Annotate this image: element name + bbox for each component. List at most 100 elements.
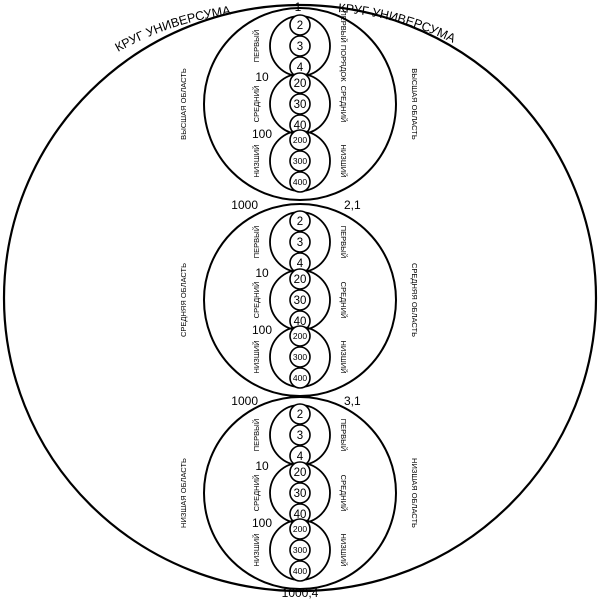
number-circle-label: 4: [297, 258, 304, 270]
number-circle: [289, 150, 311, 172]
number-circle: [289, 289, 311, 311]
order-left-label: СРЕДНИЙ: [252, 282, 261, 319]
number-circle: [289, 424, 311, 446]
order-right-label: ПЕРВЫЙ ПОРЯДОК: [339, 10, 348, 82]
order-right-label: НИЗШИЙ: [339, 145, 348, 178]
order-group: СРЕДНИЙ СРЕДНИЙ 10 20 30 40: [252, 70, 348, 136]
number-circle-label: 30: [294, 295, 307, 307]
order-left-label: НИЗШИЙ: [252, 341, 261, 374]
number-circle-label: 4: [297, 451, 304, 463]
number-circle: [289, 171, 311, 193]
top-number: 1: [295, 0, 302, 14]
number-circle: [289, 268, 311, 290]
number-circle: [289, 403, 311, 425]
order-right-label: НИЗШИЙ: [339, 341, 348, 374]
bottom-number: 1000,4: [282, 586, 319, 600]
number-circle-label: 20: [294, 78, 307, 90]
order-start-number: 100: [252, 516, 272, 530]
number-circle-label: 300: [293, 545, 307, 555]
order-right-label: СРЕДНИЙ: [339, 282, 348, 319]
number-circle-label: 40: [294, 509, 307, 521]
number-circle-label: 3: [297, 430, 303, 442]
junction-right-number: 2,1: [344, 198, 361, 212]
number-circle: [289, 482, 311, 504]
number-circle-label: 30: [294, 488, 307, 500]
order-group: ПЕРВЫЙ ПЕРВЫЙ 2 3 4: [252, 403, 348, 467]
number-circle-label: 300: [293, 156, 307, 166]
universe-title-left-path: КРУГ УНИВЕРСУМА: [113, 3, 232, 54]
order-group: НИЗШИЙ НИЗШИЙ 100 200 300 400: [252, 127, 348, 193]
order-start-number: 10: [255, 70, 269, 84]
number-circle-label: 4: [297, 62, 304, 74]
number-circle: [289, 129, 311, 151]
region-right-label: ВЫСШАЯ ОБЛАСТЬ: [410, 68, 419, 140]
number-circle-label: 400: [293, 566, 307, 576]
number-circle: [289, 35, 311, 57]
number-circle-label: 300: [293, 352, 307, 362]
universe-circle: [2, 3, 598, 593]
number-circle-label: 2: [297, 216, 303, 228]
number-circle: [289, 210, 311, 232]
number-circle-label: 40: [294, 316, 307, 328]
junction-left-number: 1000: [231, 198, 258, 212]
order-left-label: НИЗШИЙ: [252, 534, 261, 567]
order-right-label: ПЕРВЫЙ: [339, 226, 348, 258]
number-circle: [289, 93, 311, 115]
number-circle-label: 3: [297, 41, 303, 53]
region-right-label: СРЕДНЯЯ ОБЛАСТЬ: [410, 263, 419, 337]
number-circle: [289, 72, 311, 94]
number-circle-label: 40: [294, 120, 307, 132]
order-start-number: 100: [252, 323, 272, 337]
region-left-label: НИЗШАЯ ОБЛАСТЬ: [179, 458, 188, 528]
junction-left-number: 1000: [231, 394, 258, 408]
number-circle-label: 2: [297, 409, 303, 421]
number-circle-label: 20: [294, 467, 307, 479]
number-circle: [289, 231, 311, 253]
number-circle-label: 30: [294, 99, 307, 111]
order-start-number: 10: [255, 266, 269, 280]
number-circle-label: 200: [293, 135, 307, 145]
order-right-label: СРЕДНИЙ: [339, 86, 348, 123]
number-circle: [289, 14, 311, 36]
order-left-label: СРЕДНИЙ: [252, 86, 261, 123]
number-circle: [289, 346, 311, 368]
region-circle: [203, 396, 397, 590]
universe-title-right: КРУГ УНИВЕРСУМА: [338, 1, 459, 46]
number-circle: [289, 461, 311, 483]
number-circle: [289, 539, 311, 561]
order-right-label: НИЗШИЙ: [339, 534, 348, 567]
order-left-label: ПЕРВЫЙ: [252, 419, 261, 451]
universe-title-right-path: КРУГ УНИВЕРСУМА: [338, 1, 459, 46]
universe-title-left: КРУГ УНИВЕРСУМА: [113, 3, 232, 54]
order-start-number: 10: [255, 459, 269, 473]
region-right-label: НИЗШАЯ ОБЛАСТЬ: [410, 458, 419, 528]
order-left-label: НИЗШИЙ: [252, 145, 261, 178]
order-right-label: ПЕРВЫЙ: [339, 419, 348, 451]
region-group: СРЕДНЯЯ ОБЛАСТЬ СРЕДНЯЯ ОБЛАСТЬ ПЕРВЫЙ ПЕРВ…: [179, 203, 419, 408]
number-circle: [289, 325, 311, 347]
number-circle-label: 400: [293, 177, 307, 187]
number-circle: [289, 367, 311, 389]
order-group: СРЕДНИЙ СРЕДНИЙ 10 20 30 40: [252, 266, 348, 332]
order-group: НИЗШИЙ НИЗШИЙ 100 200 300 400: [252, 516, 348, 582]
number-circle-label: 200: [293, 524, 307, 534]
number-circle-label: 20: [294, 274, 307, 286]
region-circle: [203, 7, 397, 201]
number-circle: [289, 518, 311, 540]
region-left-label: СРЕДНЯЯ ОБЛАСТЬ: [179, 263, 188, 337]
junction-right-number: 3,1: [344, 394, 361, 408]
region-left-label: ВЫСШАЯ ОБЛАСТЬ: [179, 68, 188, 140]
number-circle: [289, 560, 311, 582]
order-right-label: СРЕДНИЙ: [339, 475, 348, 512]
order-left-label: ПЕРВЫЙ: [252, 226, 261, 258]
order-start-number: 100: [252, 127, 272, 141]
